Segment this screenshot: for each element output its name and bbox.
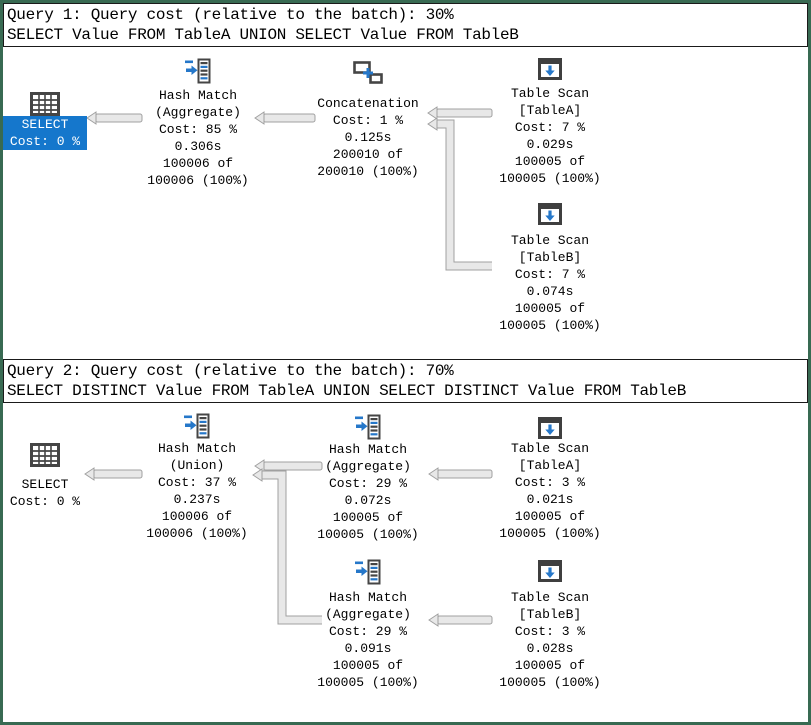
data-flow-arrow[interactable]	[428, 467, 493, 481]
concatenation-icon	[308, 60, 428, 86]
plan-node-label: Table Scan [TableA] Cost: 3 % 0.021s 100…	[499, 441, 601, 541]
plan-node-label: Hash Match (Aggregate) Cost: 85 % 0.306s…	[147, 88, 249, 188]
plan-node-select-label: SELECT Cost: 0 %	[3, 116, 87, 150]
query2-arrows	[84, 459, 493, 627]
plan-node-table-scan-tablea[interactable]: Table Scan [TableA] Cost: 7 % 0.029s 100…	[490, 58, 610, 187]
plan-node-select[interactable]: SELECT Cost: 0 %	[3, 443, 87, 510]
plan-node-select[interactable]: SELECT Cost: 0 %	[3, 92, 87, 150]
plan-node-label: Table Scan [TableB] Cost: 3 % 0.028s 100…	[499, 590, 601, 690]
plan-node-table-scan-tableb[interactable]: Table Scan [TableB] Cost: 3 % 0.028s 100…	[490, 560, 610, 691]
table-scan-icon	[490, 560, 610, 582]
hash-match-icon	[308, 558, 428, 586]
plan-node-label: SELECT Cost: 0 %	[9, 477, 81, 509]
query2-sql-text: SELECT DISTINCT Value FROM TableA UNION …	[7, 382, 687, 400]
plan-node-label: Hash Match (Aggregate) Cost: 29 % 0.091s…	[317, 590, 419, 690]
table-scan-icon	[490, 203, 610, 225]
query1-arrows	[86, 106, 493, 271]
hash-match-icon	[137, 412, 257, 440]
table-scan-icon	[490, 58, 610, 80]
data-flow-arrow[interactable]	[254, 111, 316, 125]
query2-cost-label: Query 2: Query cost (relative to the bat…	[7, 362, 454, 380]
query1-cost-label: Query 1: Query cost (relative to the bat…	[7, 6, 454, 24]
data-flow-arrow[interactable]	[254, 459, 323, 473]
plan-node-label: Concatenation Cost: 1 % 0.125s 200010 of…	[317, 96, 419, 179]
data-flow-arrow[interactable]	[84, 467, 143, 481]
plan-node-label: Hash Match (Union) Cost: 37 % 0.237s 100…	[146, 441, 248, 541]
plan-node-hash-match-aggregate[interactable]: Hash Match (Aggregate) Cost: 85 % 0.306s…	[138, 57, 258, 189]
result-grid-icon	[3, 92, 87, 116]
query2-header: Query 2: Query cost (relative to the bat…	[3, 359, 808, 403]
plan-node-hash-match-union[interactable]: Hash Match (Union) Cost: 37 % 0.237s 100…	[137, 412, 257, 542]
query1-sql-text: SELECT Value FROM TableA UNION SELECT Va…	[7, 26, 519, 44]
hash-match-icon	[308, 413, 428, 441]
plan-node-table-scan-tableb[interactable]: Table Scan [TableB] Cost: 7 % 0.074s 100…	[490, 203, 610, 334]
plan-node-table-scan-tablea[interactable]: Table Scan [TableA] Cost: 3 % 0.021s 100…	[490, 417, 610, 542]
plan-node-label: Hash Match (Aggregate) Cost: 29 % 0.072s…	[317, 442, 419, 542]
query1-header: Query 1: Query cost (relative to the bat…	[3, 3, 808, 47]
hash-match-icon	[138, 57, 258, 85]
query2-plan-canvas[interactable]: SELECT Cost: 0 % Hash Match (Union) Cost…	[3, 403, 808, 722]
plan-node-concatenation[interactable]: Concatenation Cost: 1 % 0.125s 200010 of…	[308, 60, 428, 180]
plan-node-label: Table Scan [TableA] Cost: 7 % 0.029s 100…	[499, 86, 601, 186]
result-grid-icon	[3, 443, 87, 467]
plan-node-hash-match-aggregate-a[interactable]: Hash Match (Aggregate) Cost: 29 % 0.072s…	[308, 413, 428, 543]
data-flow-arrow-elbow[interactable]	[427, 117, 492, 271]
plan-node-label: Table Scan [TableB] Cost: 7 % 0.074s 100…	[499, 233, 601, 333]
data-flow-arrow[interactable]	[86, 111, 143, 125]
data-flow-arrow[interactable]	[428, 613, 493, 627]
data-flow-arrow[interactable]	[427, 106, 493, 120]
table-scan-icon	[490, 417, 610, 439]
data-flow-arrow-elbow[interactable]	[252, 468, 322, 625]
plan-node-hash-match-aggregate-b[interactable]: Hash Match (Aggregate) Cost: 29 % 0.091s…	[308, 558, 428, 691]
query1-plan-canvas[interactable]: SELECT Cost: 0 % Hash Match (Aggregate) …	[3, 47, 808, 359]
